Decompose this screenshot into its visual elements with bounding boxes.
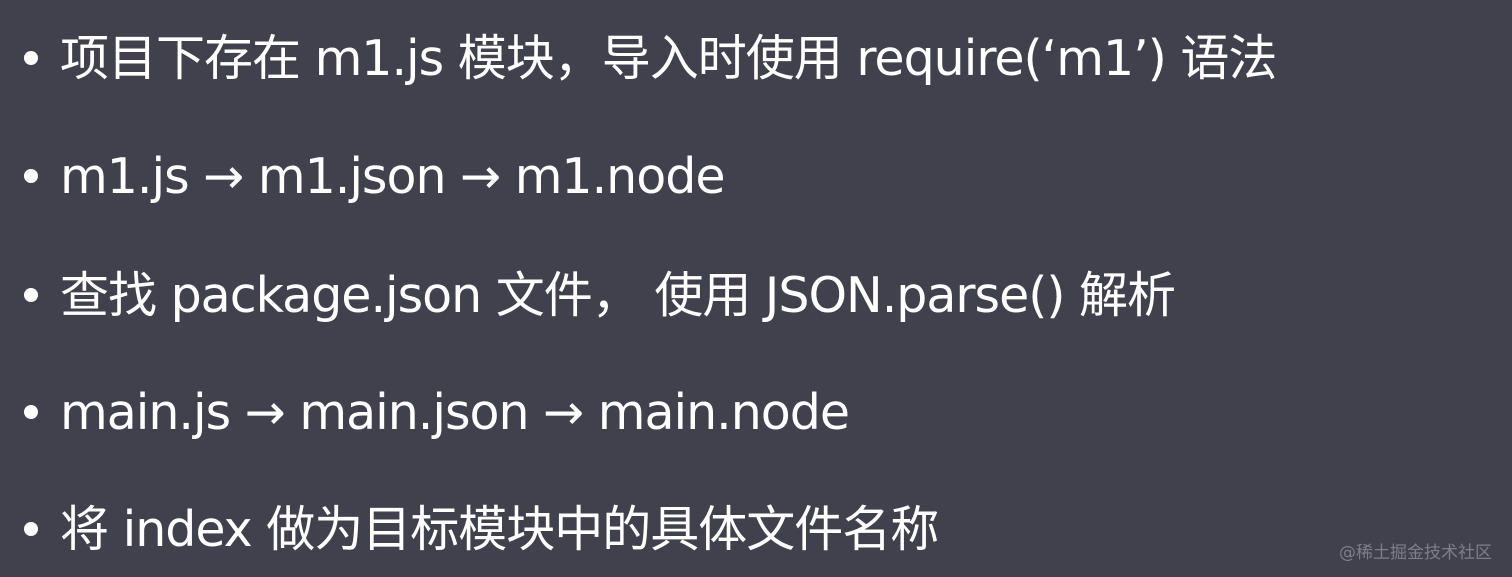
bullet-text: 项目下存在 m1.js 模块，导入时使用 require(‘m1’) 语法 [60, 30, 1277, 87]
bullet-item: main.js → main.json → main.node [24, 373, 850, 453]
bullet-dot-icon [24, 404, 38, 419]
bullet-item: 查找 package.json 文件， 使用 JSON.parse() 解析 [24, 256, 1176, 336]
bullet-dot-icon [24, 168, 38, 183]
bullet-text: main.js → main.json → main.node [60, 384, 850, 441]
bullet-text: 查找 package.json 文件， 使用 JSON.parse() 解析 [60, 267, 1176, 324]
bullet-item: 项目下存在 m1.js 模块，导入时使用 require(‘m1’) 语法 [24, 19, 1277, 99]
bullet-text: m1.js → m1.json → m1.node [60, 148, 725, 205]
bullet-dot-icon [24, 521, 38, 536]
bullet-text: 将 index 做为目标模块中的具体文件名称 [60, 501, 939, 558]
bullet-dot-icon [24, 287, 38, 302]
watermark: @稀土掘金技术社区 [1339, 543, 1492, 563]
bullet-item: 将 index 做为目标模块中的具体文件名称 [24, 490, 939, 570]
bullet-dot-icon [24, 50, 38, 65]
bullet-item: m1.js → m1.json → m1.node [24, 137, 725, 217]
